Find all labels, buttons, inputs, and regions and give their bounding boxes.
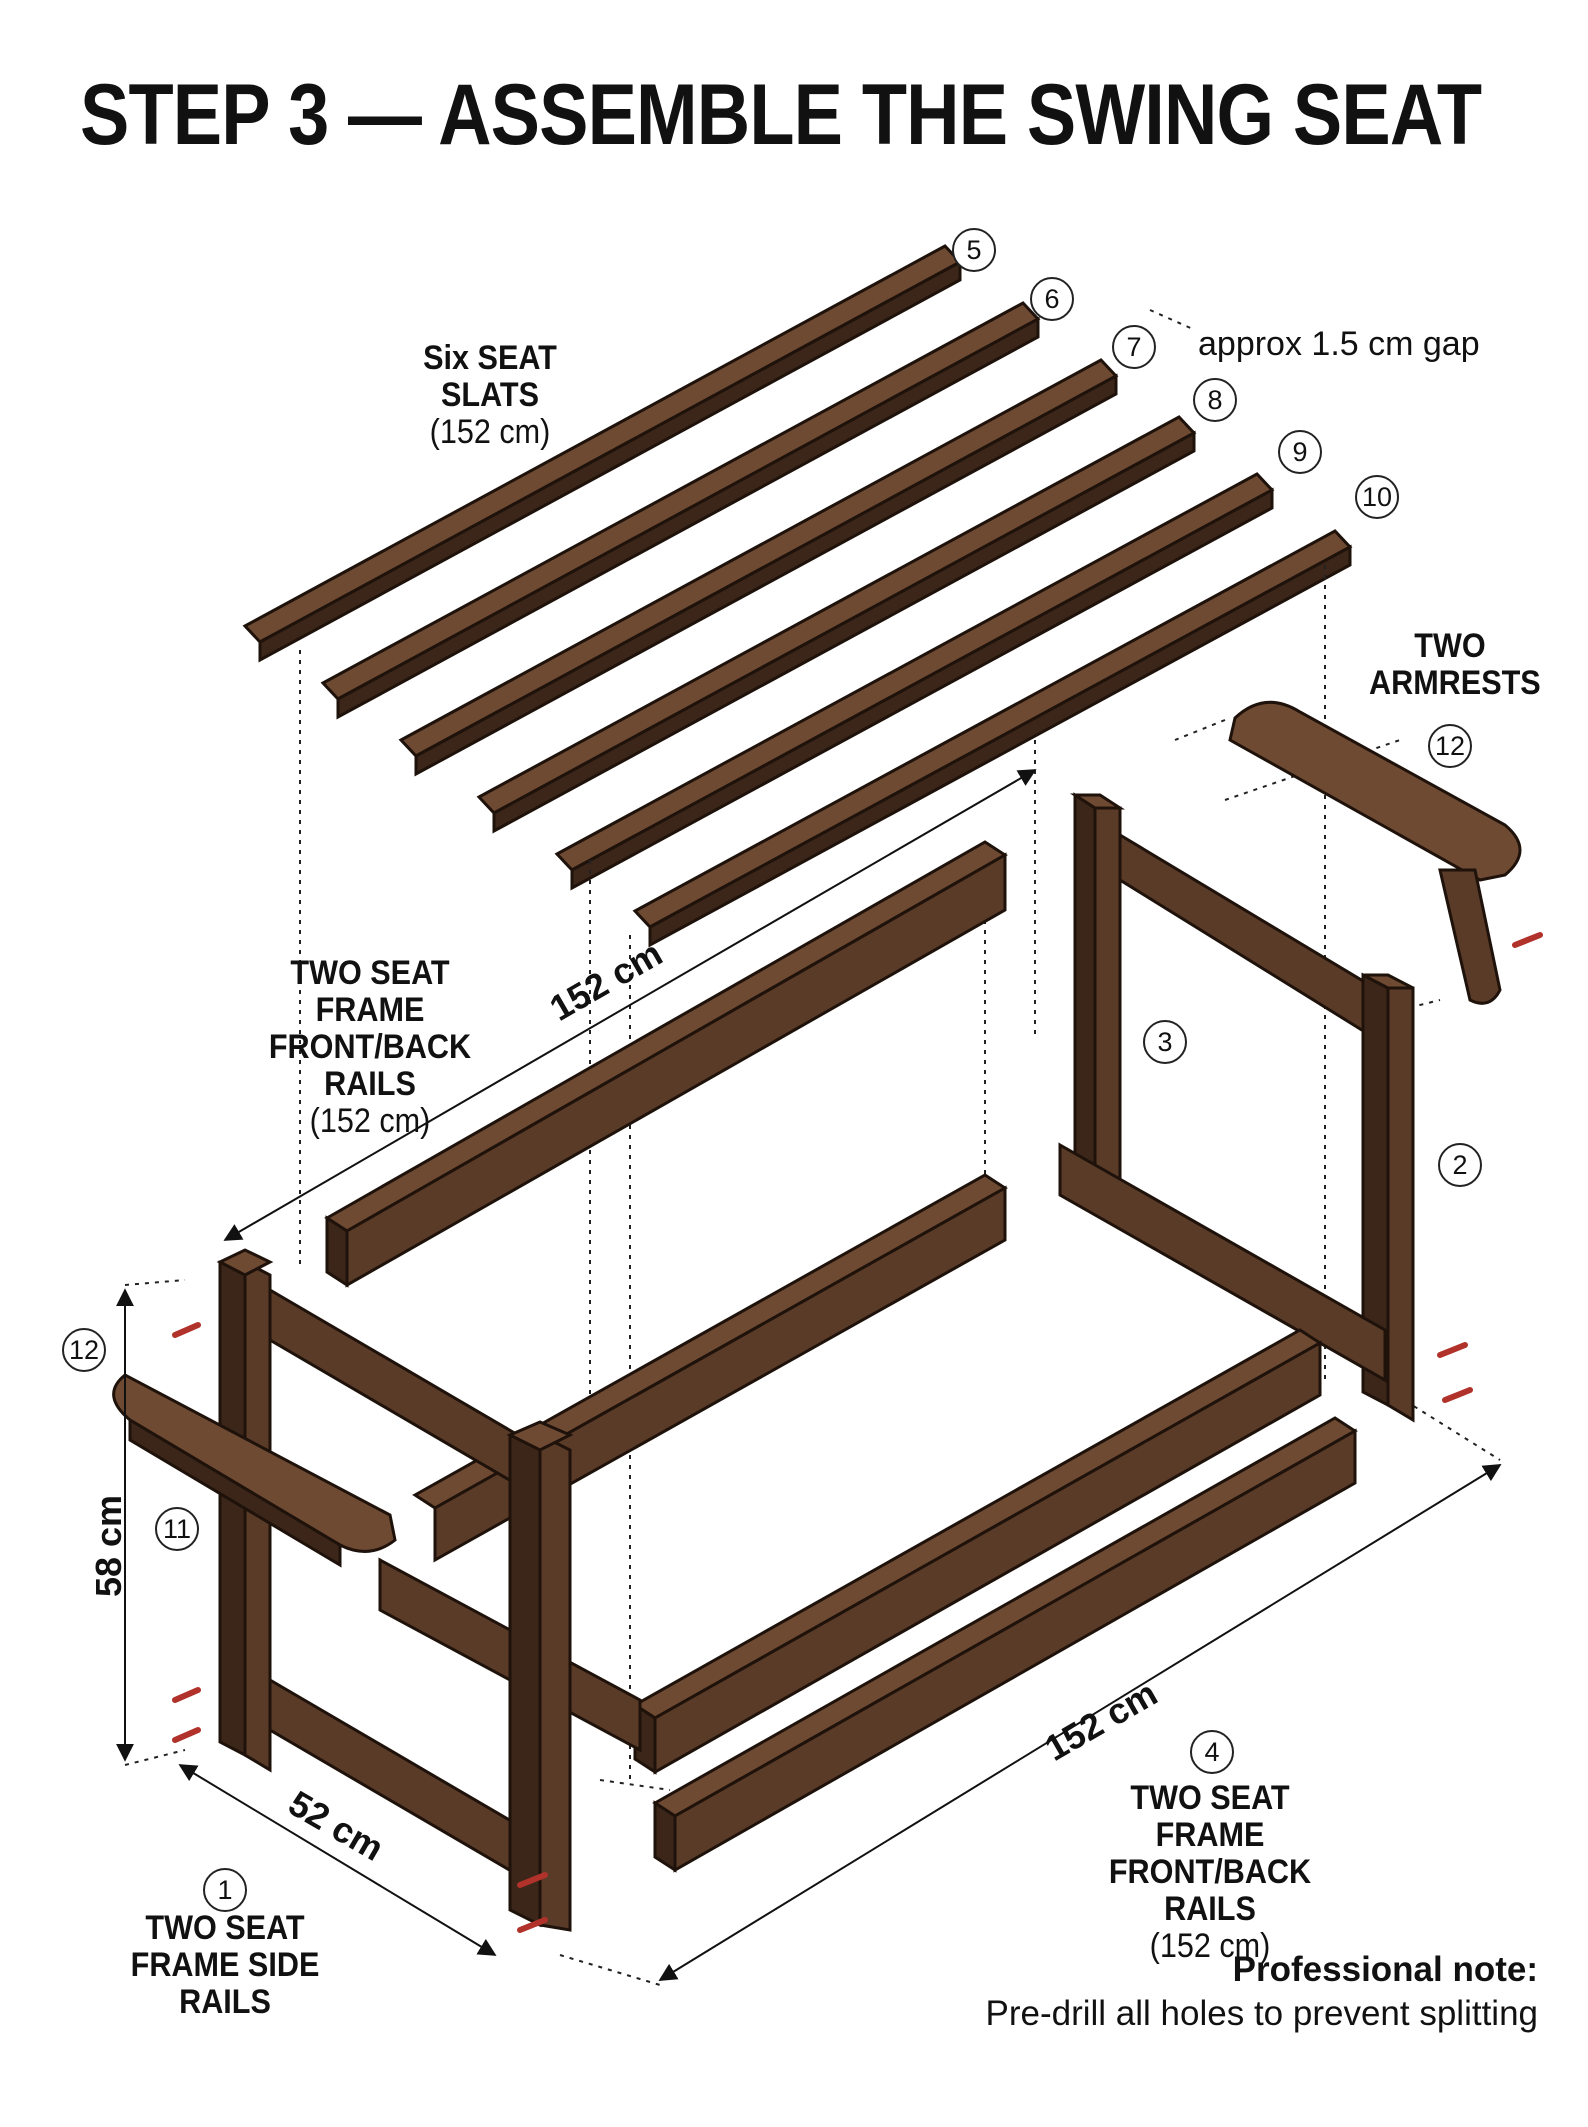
part-number-12-front: 12 [62,1328,106,1372]
middle-rail [412,1173,1008,1563]
part-number-12-back: 12 [1428,724,1472,768]
slats-label-line2: (152 cm) [429,413,551,451]
part-number-1: 1 [203,1868,247,1912]
gap-note: approx 1.5 cm gap [1198,325,1480,363]
part-number-4: 4 [1190,1730,1234,1774]
part-number-11: 11 [155,1507,199,1551]
dim-line-length-bottom [658,1464,1502,1981]
upper-rails-label: TWO SEAT FRAME FRONT/BACK RAILS (152 cm) [235,955,505,1140]
back-frame [1058,792,1415,1423]
slats-label: Six SEAT SLATS (152 cm) [373,340,607,451]
part-number-2: 2 [1438,1143,1482,1187]
dim-height: 58 cm [88,1494,130,1598]
armrests-label: TWO ARMRESTS [1369,627,1541,702]
page-title: STEP 3 — ASSEMBLE THE SWING SEAT [80,67,1482,163]
part-number-10: 10 [1355,475,1399,519]
part-number-8: 8 [1193,378,1237,422]
armrest-front [112,1373,397,1568]
dim-line-depth [178,1764,497,1956]
slats-label-line1: Six SEAT SLATS [423,339,557,414]
armrests-label-line2: ARMRESTS [1369,664,1541,702]
part-number-9: 9 [1278,430,1322,474]
note-text: Pre-drill all holes to prevent splitting [985,1994,1538,2033]
lower-rails-line1: TWO SEAT FRAME [1130,1779,1290,1854]
armrest-back [1228,700,1522,1005]
lower-rails-label: TWO SEAT FRAME FRONT/BACK RAILS (152 cm) [1075,1780,1345,1965]
side-rails-line3: RAILS [179,1983,271,2021]
side-rails-line2: FRAME SIDE [130,1946,320,1984]
part-number-7: 7 [1112,325,1156,369]
side-rails-label: TWO SEAT FRAME SIDE RAILS [131,1910,320,2021]
upper-rails-line3: (152 cm) [309,1102,431,1140]
lower-rails-line2: FRONT/BACK RAILS [1108,1853,1312,1928]
note-heading: Professional note: [1232,1950,1538,1989]
part-number-6: 6 [1030,277,1074,321]
upper-rails-line2: FRONT/BACK RAILS [268,1028,472,1103]
part-number-3: 3 [1143,1020,1187,1064]
part-number-5: 5 [952,228,996,272]
dimension-lines [116,769,1502,1981]
side-rails-line1: TWO SEAT [145,1909,305,1947]
armrests-label-line1: TWO [1414,627,1486,665]
dim-line-length-top [223,769,1037,1241]
professional-note: Professional note: Pre-drill all holes t… [986,1948,1538,2036]
screws [172,932,1543,1933]
lower-rails-line3: (152 cm) [1149,1927,1271,1965]
upper-rails-line1: TWO SEAT FRAME [290,954,450,1029]
